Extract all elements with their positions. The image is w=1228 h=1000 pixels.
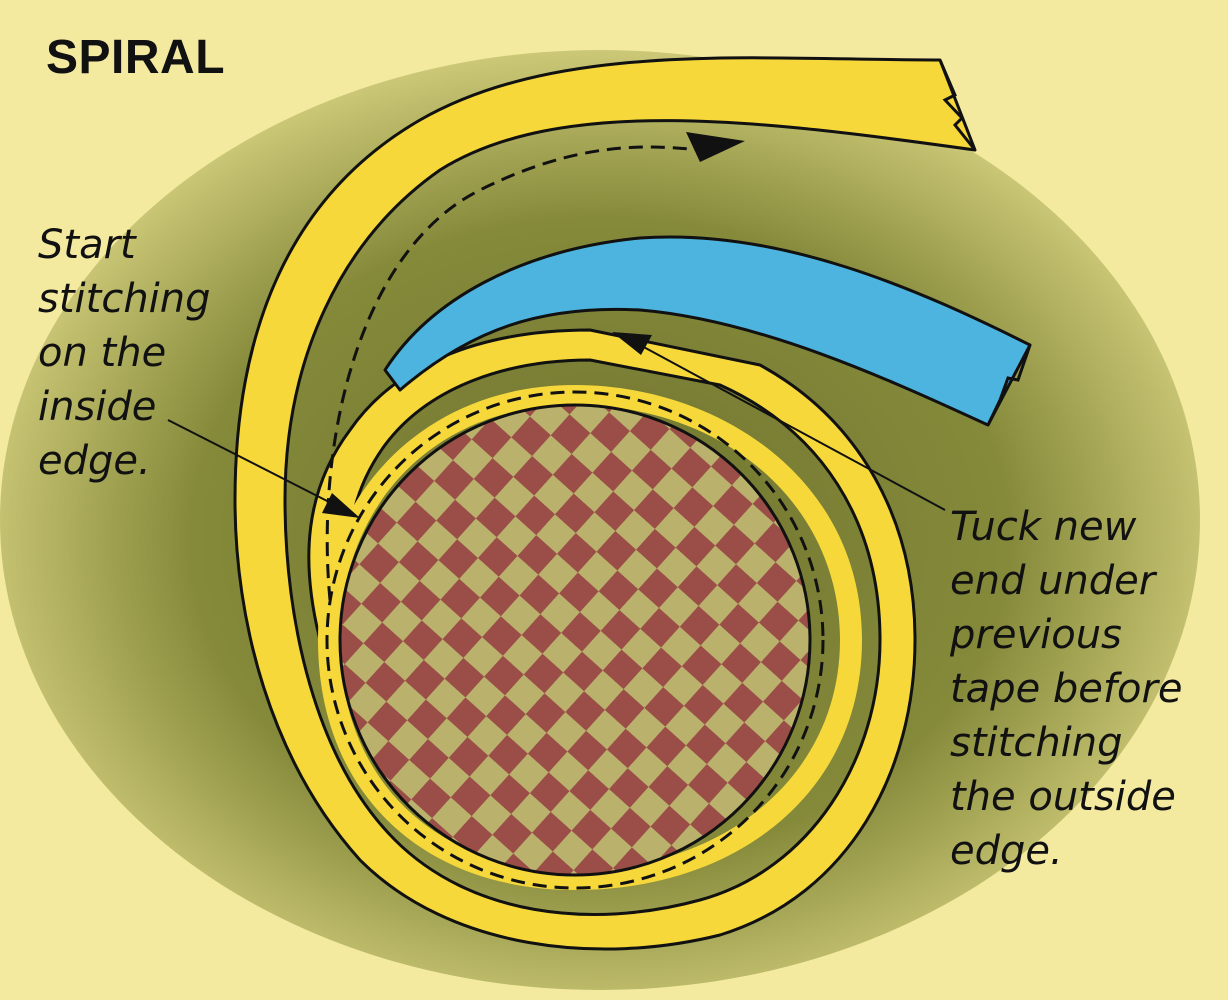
outer-stitching: [325, 145, 701, 601]
callout-line: the outside: [950, 774, 1176, 820]
callout-line: Tuck new: [950, 504, 1137, 550]
inner-stitching: [325, 390, 825, 890]
callout-line: end under: [950, 558, 1156, 604]
callout-line: edge.: [38, 438, 151, 484]
callout-line: stitching: [950, 720, 1123, 766]
tuck-end-callout: Tuck new end under previous tape before …: [950, 500, 1183, 878]
yellow-tape-end-notch: [938, 59, 977, 151]
callout-line: stitching: [38, 276, 211, 322]
start-leader-arrow: [322, 493, 360, 518]
callout-line: Start: [38, 222, 136, 268]
tuck-leader-line: [639, 344, 946, 511]
fabric-edge: [338, 403, 812, 877]
yellow-tape-outline: [233, 56, 977, 951]
start-leader-line: [167, 419, 336, 506]
page-title: SPIRAL: [46, 31, 226, 84]
start-stitching-callout: Start stitching on the inside edge.: [38, 218, 211, 488]
callout-line: tape before: [950, 666, 1183, 712]
tuck-leader-arrow: [612, 332, 652, 355]
callout-line: on the: [38, 330, 167, 376]
callout-line: edge.: [950, 828, 1063, 874]
stitch-direction-arrow: [686, 132, 745, 162]
checkered-fabric: [340, 405, 810, 875]
blue-tape-end-notch: [986, 344, 1032, 426]
callout-line: previous: [950, 612, 1122, 658]
callout-line: inside: [38, 384, 157, 430]
